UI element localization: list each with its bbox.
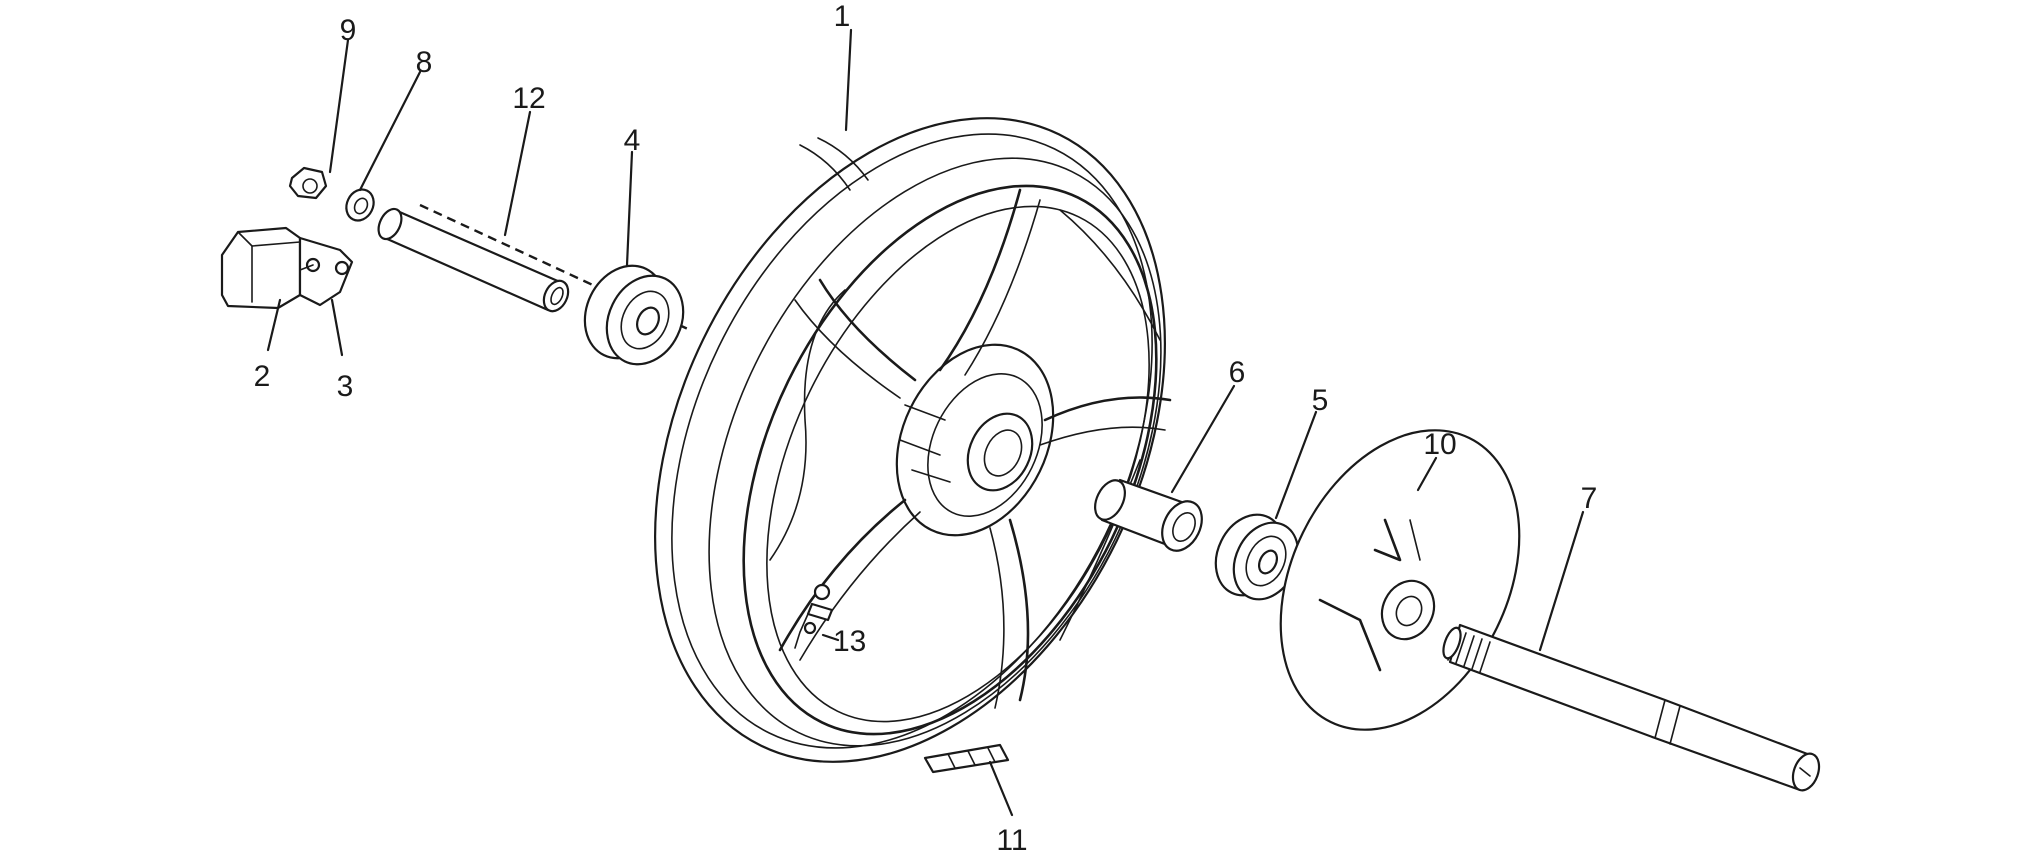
callout-2: 2 [254, 360, 271, 393]
wheel-spokes [769, 188, 1172, 709]
axle [1442, 623, 1821, 792]
callout-3: 3 [337, 370, 354, 403]
callout-11: 11 [996, 824, 1027, 855]
callout-10: 10 [1423, 428, 1456, 461]
spacer-tube-left [377, 207, 570, 313]
callout-8: 8 [416, 46, 433, 79]
spacer-bushing-right [1094, 478, 1203, 552]
leader-lines [266, 28, 1585, 817]
callout-9: 9 [340, 14, 357, 47]
balance-weight [923, 743, 1010, 774]
callouts: 1 2 3 4 5 6 7 8 9 10 11 12 13 [254, 0, 1598, 855]
axle-nut [288, 166, 328, 200]
callout-13: 13 [833, 625, 866, 658]
adjuster-plate [298, 236, 354, 307]
callout-5: 5 [1312, 384, 1329, 417]
wheel-rim [654, 117, 1172, 763]
callout-1: 1 [834, 0, 851, 33]
bearing-left [583, 264, 685, 366]
adjuster-block [220, 226, 302, 310]
callout-6: 6 [1229, 356, 1246, 389]
washer [345, 188, 375, 222]
tire-valve [794, 583, 834, 649]
wheel-hub [895, 343, 1055, 537]
callout-4: 4 [624, 124, 641, 157]
callout-12: 12 [512, 82, 545, 115]
callout-7: 7 [1581, 482, 1598, 515]
